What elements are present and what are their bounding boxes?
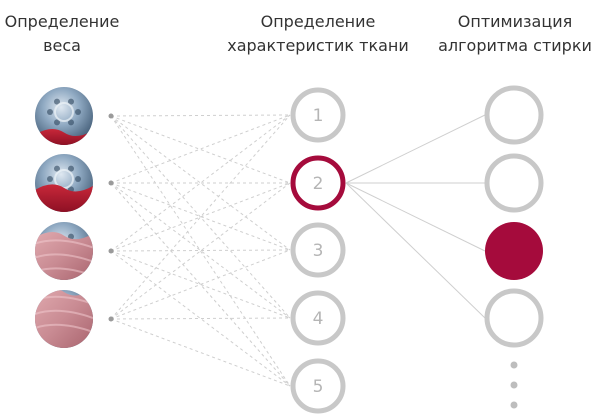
fabric-node-column: 1 2 3 4 5 — [290, 87, 346, 414]
title-weight-line-1: Определение — [4, 12, 120, 31]
title-fabric-line-2: характеристик ткани — [227, 36, 409, 55]
fabric-node-5 — [290, 358, 346, 414]
input-dot-1 — [108, 113, 114, 119]
dashed-link-1-1 — [110, 114, 291, 117]
fabric-node-label-2: 2 — [313, 174, 324, 194]
input-dot-2 — [108, 180, 114, 186]
solid-link-4 — [345, 182, 486, 319]
title-wash-line-1: Оптимизация — [457, 12, 573, 31]
drum-load-3-image — [35, 222, 93, 280]
weight-input-column — [35, 87, 114, 348]
fabric-node-label-4: 4 — [313, 309, 324, 329]
fabric-node-label-1: 1 — [313, 106, 324, 126]
connection-lines — [110, 114, 486, 387]
dashed-link-2-1 — [110, 114, 291, 184]
dashed-link-2-4 — [110, 182, 291, 319]
dashed-link-2-3 — [110, 182, 291, 251]
dashed-link-3-5 — [110, 250, 291, 387]
dashed-link-4-5 — [110, 318, 291, 387]
dashed-link-1-2 — [110, 115, 291, 184]
more-dot-1 — [510, 361, 518, 369]
dashed-link-3-4 — [110, 250, 291, 319]
title-wash-line-2: алгоритма стирки — [438, 36, 592, 55]
solid-link-3 — [345, 182, 486, 252]
title-weight-detection: Определение веса — [0, 10, 124, 58]
wash-node-3 — [485, 222, 543, 280]
dashed-link-2-5 — [110, 182, 291, 387]
dashed-link-1-4 — [110, 115, 291, 319]
title-fabric-line-1: Определение — [260, 12, 376, 31]
title-weight-line-2: веса — [43, 36, 81, 55]
drum-load-2-image — [35, 154, 93, 212]
title-wash-optimization: Оптимизация алгоритма стирки — [430, 10, 600, 58]
dashed-link-3-3 — [110, 249, 291, 252]
fabric-node-label-3: 3 — [313, 241, 324, 261]
title-fabric-detection: Определение характеристик ткани — [214, 10, 422, 58]
fabric-node-1 — [290, 87, 346, 143]
dashed-link-1-3 — [110, 115, 291, 251]
dashed-link-3-1 — [110, 114, 291, 252]
dashed-link-4-3 — [110, 249, 291, 320]
more-dot-2 — [510, 381, 518, 389]
wash-node-4 — [484, 288, 544, 348]
drum-load-1-image — [35, 87, 93, 145]
drum-load-4-image — [35, 290, 93, 348]
solid-link-1 — [345, 114, 486, 184]
dashed-link-4-2 — [110, 182, 291, 320]
input-dot-4 — [108, 316, 114, 322]
wash-node-column — [484, 85, 544, 409]
fabric-node-2 — [290, 155, 346, 211]
dashed-link-4-4 — [110, 317, 291, 320]
wash-node-1 — [484, 85, 544, 145]
fabric-node-4 — [290, 290, 346, 346]
fabric-node-3 — [290, 222, 346, 278]
wash-node-2 — [484, 153, 544, 213]
fabric-node-label-5: 5 — [313, 377, 324, 397]
more-dot-3 — [510, 401, 518, 409]
input-dot-3 — [108, 248, 114, 254]
dashed-link-3-2 — [110, 182, 291, 252]
